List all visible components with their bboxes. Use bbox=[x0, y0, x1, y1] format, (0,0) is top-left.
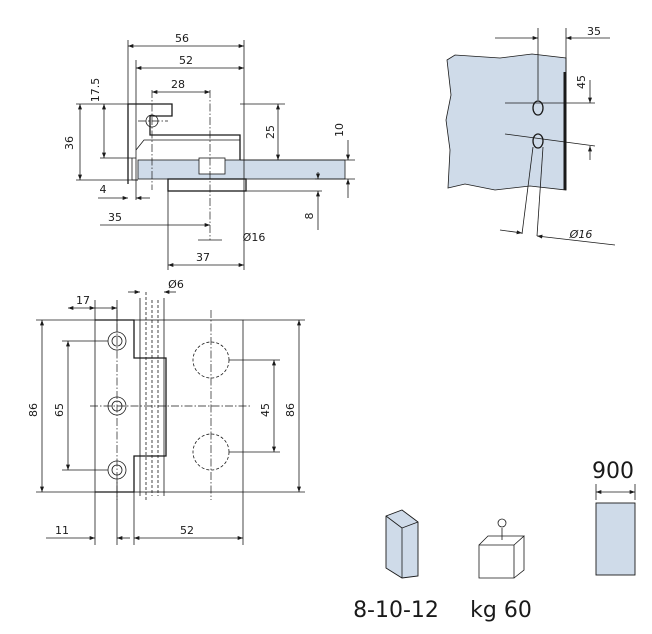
lower-glass-hole bbox=[532, 133, 544, 149]
dim-36: 36 bbox=[63, 136, 76, 150]
dim-37: 37 bbox=[196, 251, 210, 264]
weight-label: kg 60 bbox=[470, 598, 532, 623]
dim-10: 10 bbox=[333, 123, 346, 137]
dim-52-front: 52 bbox=[180, 524, 194, 537]
front-view: 17 Ø6 86 65 45 86 11 52 bbox=[27, 278, 305, 545]
glass-thickness-icon bbox=[385, 509, 419, 579]
clamp-plate bbox=[167, 178, 247, 192]
weight-icon bbox=[478, 518, 526, 579]
door-width-icon bbox=[595, 484, 636, 576]
glass-thickness-label: 8-10-12 bbox=[353, 598, 439, 623]
hinge-inner-edge bbox=[135, 139, 240, 151]
hinge-lip bbox=[131, 158, 138, 181]
dim-56: 56 bbox=[175, 32, 189, 45]
dim-45-front: 45 bbox=[259, 403, 272, 417]
dim-25: 25 bbox=[264, 125, 277, 139]
glass-notch bbox=[198, 157, 226, 175]
hinge-leaf bbox=[95, 319, 167, 493]
dim-65: 65 bbox=[53, 403, 66, 417]
dim-diameter-6: Ø6 bbox=[168, 278, 184, 291]
dim-45-edge: 45 bbox=[575, 75, 588, 89]
dim-8: 8 bbox=[303, 213, 316, 220]
dim-35: 35 bbox=[108, 211, 122, 224]
dim-diameter-16: Ø16 bbox=[243, 231, 266, 244]
dim-11: 11 bbox=[55, 524, 69, 537]
glass-edge-view: 35 45 Ø16 bbox=[445, 25, 616, 246]
dim-52: 52 bbox=[179, 54, 193, 67]
dim-4: 4 bbox=[100, 183, 107, 196]
dim-28: 28 bbox=[171, 78, 185, 91]
door-width-label: 900 bbox=[592, 459, 634, 484]
upper-glass-hole bbox=[532, 100, 544, 116]
hinge-body-outline bbox=[127, 103, 241, 184]
dim-86-left: 86 bbox=[27, 403, 40, 417]
glass-sheet bbox=[445, 53, 567, 191]
glass-panel bbox=[137, 159, 346, 180]
dim-17-5: 17.5 bbox=[89, 78, 102, 103]
dim-diameter-16-edge: Ø16 bbox=[569, 228, 593, 241]
dim-35-edge: 35 bbox=[587, 25, 601, 38]
dim-17: 17 bbox=[76, 294, 90, 307]
dim-86-right: 86 bbox=[284, 403, 297, 417]
top-section-view: 56 52 28 17.5 36 25 10 4 35 8 Ø16 37 bbox=[63, 32, 355, 270]
